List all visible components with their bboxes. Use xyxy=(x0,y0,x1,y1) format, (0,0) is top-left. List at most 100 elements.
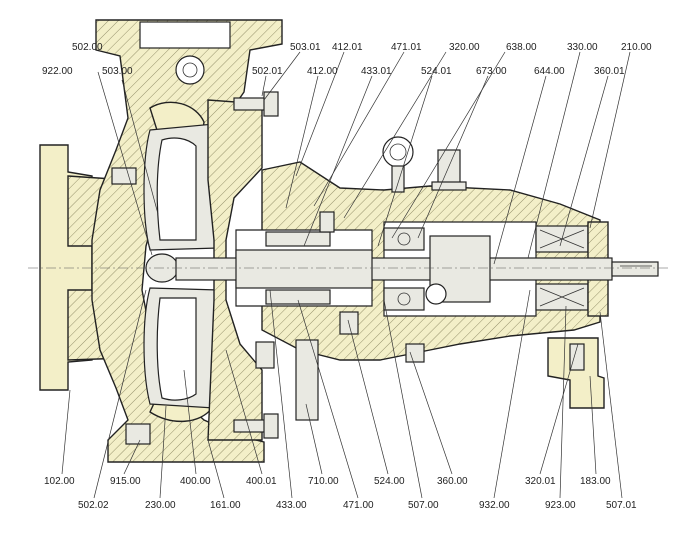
eyebolt-inner xyxy=(389,143,407,161)
oil-level-glass xyxy=(425,283,447,305)
label-183-00: 183.00 xyxy=(580,476,611,487)
leader-33 xyxy=(559,305,567,499)
leader-15 xyxy=(493,75,547,265)
leader-7 xyxy=(391,51,506,239)
suction-stud xyxy=(111,167,137,185)
leader-28 xyxy=(207,439,225,499)
support-foot xyxy=(547,337,605,409)
leader-34 xyxy=(599,311,623,499)
mechanical-seal-upper xyxy=(265,231,331,247)
leader-2 xyxy=(121,79,159,215)
label-471-00: 471.00 xyxy=(343,500,374,511)
leader-18 xyxy=(123,439,141,475)
leader-3 xyxy=(263,51,301,101)
leader-26 xyxy=(93,289,147,499)
discharge-stud-inner xyxy=(182,62,198,78)
leader-lines xyxy=(61,51,631,499)
label-503-01: 503.01 xyxy=(290,42,321,53)
label-502-00: 502.00 xyxy=(72,42,103,53)
leader-10 xyxy=(261,75,267,97)
leader-16 xyxy=(559,75,609,247)
impeller-eye xyxy=(156,137,197,241)
drain-pipe xyxy=(295,339,319,421)
leader-17 xyxy=(61,389,71,475)
label-673-00: 673.00 xyxy=(476,66,507,77)
shaft-end xyxy=(611,261,659,277)
leader-20 xyxy=(225,349,263,475)
label-412-01: 412.01 xyxy=(332,42,363,53)
label-524-01: 524.01 xyxy=(421,66,452,77)
label-320-01: 320.01 xyxy=(525,476,556,487)
leader-31 xyxy=(383,299,423,499)
label-710-00: 710.00 xyxy=(308,476,339,487)
eyebolt-ring xyxy=(382,136,414,168)
leader-8 xyxy=(527,51,581,259)
casing-bolt-top-head xyxy=(263,91,279,117)
label-433-01: 433.01 xyxy=(361,66,392,77)
leader-24 xyxy=(539,343,579,475)
impeller-eye-lower xyxy=(156,297,197,401)
leader-22 xyxy=(347,319,389,475)
leader-6 xyxy=(343,51,447,219)
discharge-bore xyxy=(139,21,231,49)
leader-13 xyxy=(377,75,433,247)
bottom-labels: 102.00 915.00 400.00 400.01 710.00 524.0… xyxy=(44,476,637,511)
label-412-00: 412.00 xyxy=(307,66,338,77)
leader-23 xyxy=(409,351,453,475)
pump-body xyxy=(28,19,668,463)
label-932-00: 932.00 xyxy=(479,500,510,511)
foot-bolt xyxy=(569,343,585,371)
label-644-00: 644.00 xyxy=(534,66,565,77)
vent-plug-base xyxy=(431,181,467,191)
leader-5 xyxy=(313,51,405,207)
leader-19 xyxy=(183,369,197,475)
label-102-00: 102.00 xyxy=(44,476,75,487)
label-923-00: 923.00 xyxy=(545,500,576,511)
leader-27 xyxy=(159,405,167,499)
label-360-01: 360.01 xyxy=(594,66,625,77)
leader-11 xyxy=(285,75,319,209)
label-507-01: 507.01 xyxy=(606,500,637,511)
leader-21 xyxy=(305,403,323,475)
label-503-00: 503.00 xyxy=(102,66,133,77)
leader-4 xyxy=(295,51,345,177)
label-638-00: 638.00 xyxy=(506,42,537,53)
label-922-00: 922.00 xyxy=(42,66,73,77)
vent-plug-bracket xyxy=(405,343,425,363)
label-400-00: 400.00 xyxy=(180,476,211,487)
bracket-plug xyxy=(319,211,335,233)
leader-29 xyxy=(269,289,293,499)
leader-30 xyxy=(297,299,359,499)
label-210-00: 210.00 xyxy=(621,42,652,53)
outer-bearing-cross-2 xyxy=(539,287,585,307)
label-471-01: 471.01 xyxy=(391,42,422,53)
label-360-00: 360.00 xyxy=(437,476,468,487)
leader-14 xyxy=(417,75,489,239)
label-433-00: 433.00 xyxy=(276,500,307,511)
leader-9 xyxy=(589,51,631,229)
leader-1 xyxy=(97,71,153,256)
mechanical-seal-lower xyxy=(265,289,331,305)
label-161-00: 161.00 xyxy=(210,500,241,511)
label-400-01: 400.01 xyxy=(246,476,277,487)
label-915-00: 915.00 xyxy=(110,476,141,487)
leader-25 xyxy=(589,375,597,475)
label-330-00: 330.00 xyxy=(567,42,598,53)
label-502-02: 502.02 xyxy=(78,500,109,511)
label-524-00: 524.00 xyxy=(374,476,405,487)
drain-plug-bottom xyxy=(125,423,151,445)
discharge-stud-circle xyxy=(175,55,205,85)
top-labels: 502.00 922.00 503.00 503.01 412.01 471.0… xyxy=(42,42,652,77)
leader-12 xyxy=(303,75,373,247)
label-507-00: 507.00 xyxy=(408,500,439,511)
bearing-bracket-inner-bearing-lower xyxy=(383,287,425,311)
label-502-01: 502.01 xyxy=(252,66,283,77)
casing-cover xyxy=(207,99,263,441)
leader-32 xyxy=(493,289,531,499)
inner-bearing-ball-lower xyxy=(397,292,411,306)
bearing-bracket-inner-bearing xyxy=(383,227,425,251)
inner-bearing-ball xyxy=(397,232,411,246)
label-230-00: 230.00 xyxy=(145,500,176,511)
